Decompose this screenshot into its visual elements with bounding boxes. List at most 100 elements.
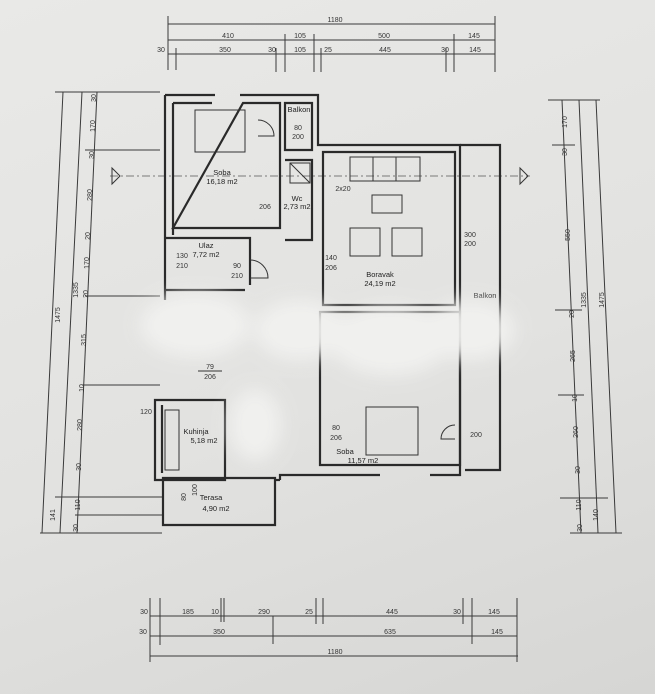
dim-label: 265 [570, 350, 577, 362]
room-area: 5,18 m2 [190, 436, 217, 445]
room-name: Kuhinja [183, 427, 209, 436]
dim-label: 206 [330, 435, 342, 442]
dim-label: 30 [157, 47, 165, 54]
dim-label: 200 [464, 241, 476, 248]
dim-label: 206 [259, 204, 271, 211]
dim-label: 1180 [327, 649, 342, 656]
dim-label: 170 [84, 257, 91, 269]
dim-label: 170 [562, 116, 569, 128]
door-swing [440, 424, 456, 440]
hall-door-labels: 79 206 [198, 364, 222, 381]
sofa [349, 156, 421, 182]
dim-label: 200 [292, 134, 304, 141]
dim-label: 110 [576, 499, 583, 510]
dim-label: 206 [325, 265, 337, 272]
dim-label: 300 [464, 232, 476, 239]
dim-label: 206 [204, 374, 216, 381]
dim-label: 110 [75, 499, 82, 510]
dim-label: 120 [140, 409, 152, 416]
dim-label: 30 [562, 148, 569, 156]
dim-label: 1335 [73, 282, 80, 298]
dim-label: 145 [469, 47, 481, 54]
dim-label: 1475 [55, 307, 62, 323]
dim-label: 30 [73, 524, 80, 532]
top-dimensions: 1180 410 105 500 145 30 350 30 105 25 44… [157, 16, 496, 72]
room-area: 16,18 m2 [206, 177, 237, 186]
dim-label: 20 [83, 290, 90, 298]
door-swing [249, 259, 269, 279]
room-name: Wc [292, 194, 303, 203]
dim-label: 2x20 [335, 186, 350, 193]
dim-label: 350 [213, 629, 225, 636]
room-area: 11,57 m2 [348, 456, 379, 465]
dim-label: 1475 [599, 292, 606, 308]
dim-label: 80 [181, 493, 188, 501]
bed [194, 109, 246, 153]
shower [289, 162, 311, 184]
dim-label: 200 [470, 432, 482, 439]
dim-label: 30 [577, 524, 584, 532]
room-name: Balkon [474, 291, 497, 300]
dim-label: 10 [79, 384, 86, 392]
dim-label: 550 [565, 229, 572, 241]
dim-label: 140 [593, 509, 600, 521]
dim-label: 1335 [581, 292, 588, 308]
dim-label: 90 [233, 263, 241, 270]
dim-label: 290 [258, 609, 270, 616]
dim-label: 145 [491, 629, 503, 636]
dim-label: 30 [140, 609, 148, 616]
blur-overlay [140, 293, 515, 461]
dim-label: 145 [468, 33, 480, 40]
dim-label: 410 [222, 33, 234, 40]
room-area: 4,90 m2 [202, 504, 229, 513]
dim-label: 30 [91, 94, 98, 102]
dim-label: 25 [305, 609, 313, 616]
dim-label: 315 [81, 334, 88, 346]
bottom-dimensions: 30 185 10 290 25 445 30 145 30 350 635 1… [139, 598, 518, 662]
room-name: Soba [213, 168, 231, 177]
dim-label: 635 [384, 629, 396, 636]
dim-label: 185 [182, 609, 194, 616]
dim-label: 80 [332, 425, 340, 432]
section-marker [519, 166, 529, 186]
dim-label: 30 [268, 47, 276, 54]
dim-label: 445 [379, 47, 391, 54]
dim-label: 30 [139, 629, 147, 636]
dim-label: 30 [89, 151, 96, 159]
room-name: Balkon [288, 105, 311, 114]
dim-label: 170 [90, 120, 97, 132]
dim-label: 130 [176, 253, 188, 260]
right-dimensions: 170 30 550 20 265 10 260 30 110 30 1335 … [548, 99, 622, 534]
dim-label: 30 [441, 47, 449, 54]
dim-label: 20 [569, 310, 576, 318]
furniture [164, 109, 456, 471]
dim-label: 79 [206, 364, 214, 371]
dim-label: 210 [231, 273, 243, 280]
room-name: Soba [336, 447, 354, 456]
dim-label: 10 [211, 609, 219, 616]
dim-label: 1180 [327, 17, 342, 24]
dim-label: 105 [294, 33, 306, 40]
dim-label: 80 [294, 125, 302, 132]
kitchen-counter [164, 409, 180, 471]
room-area: 2,73 m2 [283, 202, 310, 211]
room-area: 24,19 m2 [364, 279, 395, 288]
dim-label: 260 [573, 426, 580, 438]
coffee-table [371, 194, 403, 214]
dim-label: 105 [294, 47, 306, 54]
dim-label: 20 [85, 232, 92, 240]
dim-label: 145 [488, 609, 500, 616]
left-dimensions: 1475 1335 141 30 170 30 280 20 170 20 31… [40, 91, 162, 534]
bed [365, 406, 419, 456]
dim-label: 140 [325, 255, 337, 262]
walls [153, 93, 502, 527]
dim-label: 25 [324, 47, 332, 54]
dim-label: 280 [87, 189, 94, 201]
room-area: 7,72 m2 [192, 250, 219, 259]
dim-label: 445 [386, 609, 398, 616]
door-swing [257, 119, 275, 137]
dim-label: 141 [50, 509, 57, 521]
dim-label: 350 [219, 47, 231, 54]
